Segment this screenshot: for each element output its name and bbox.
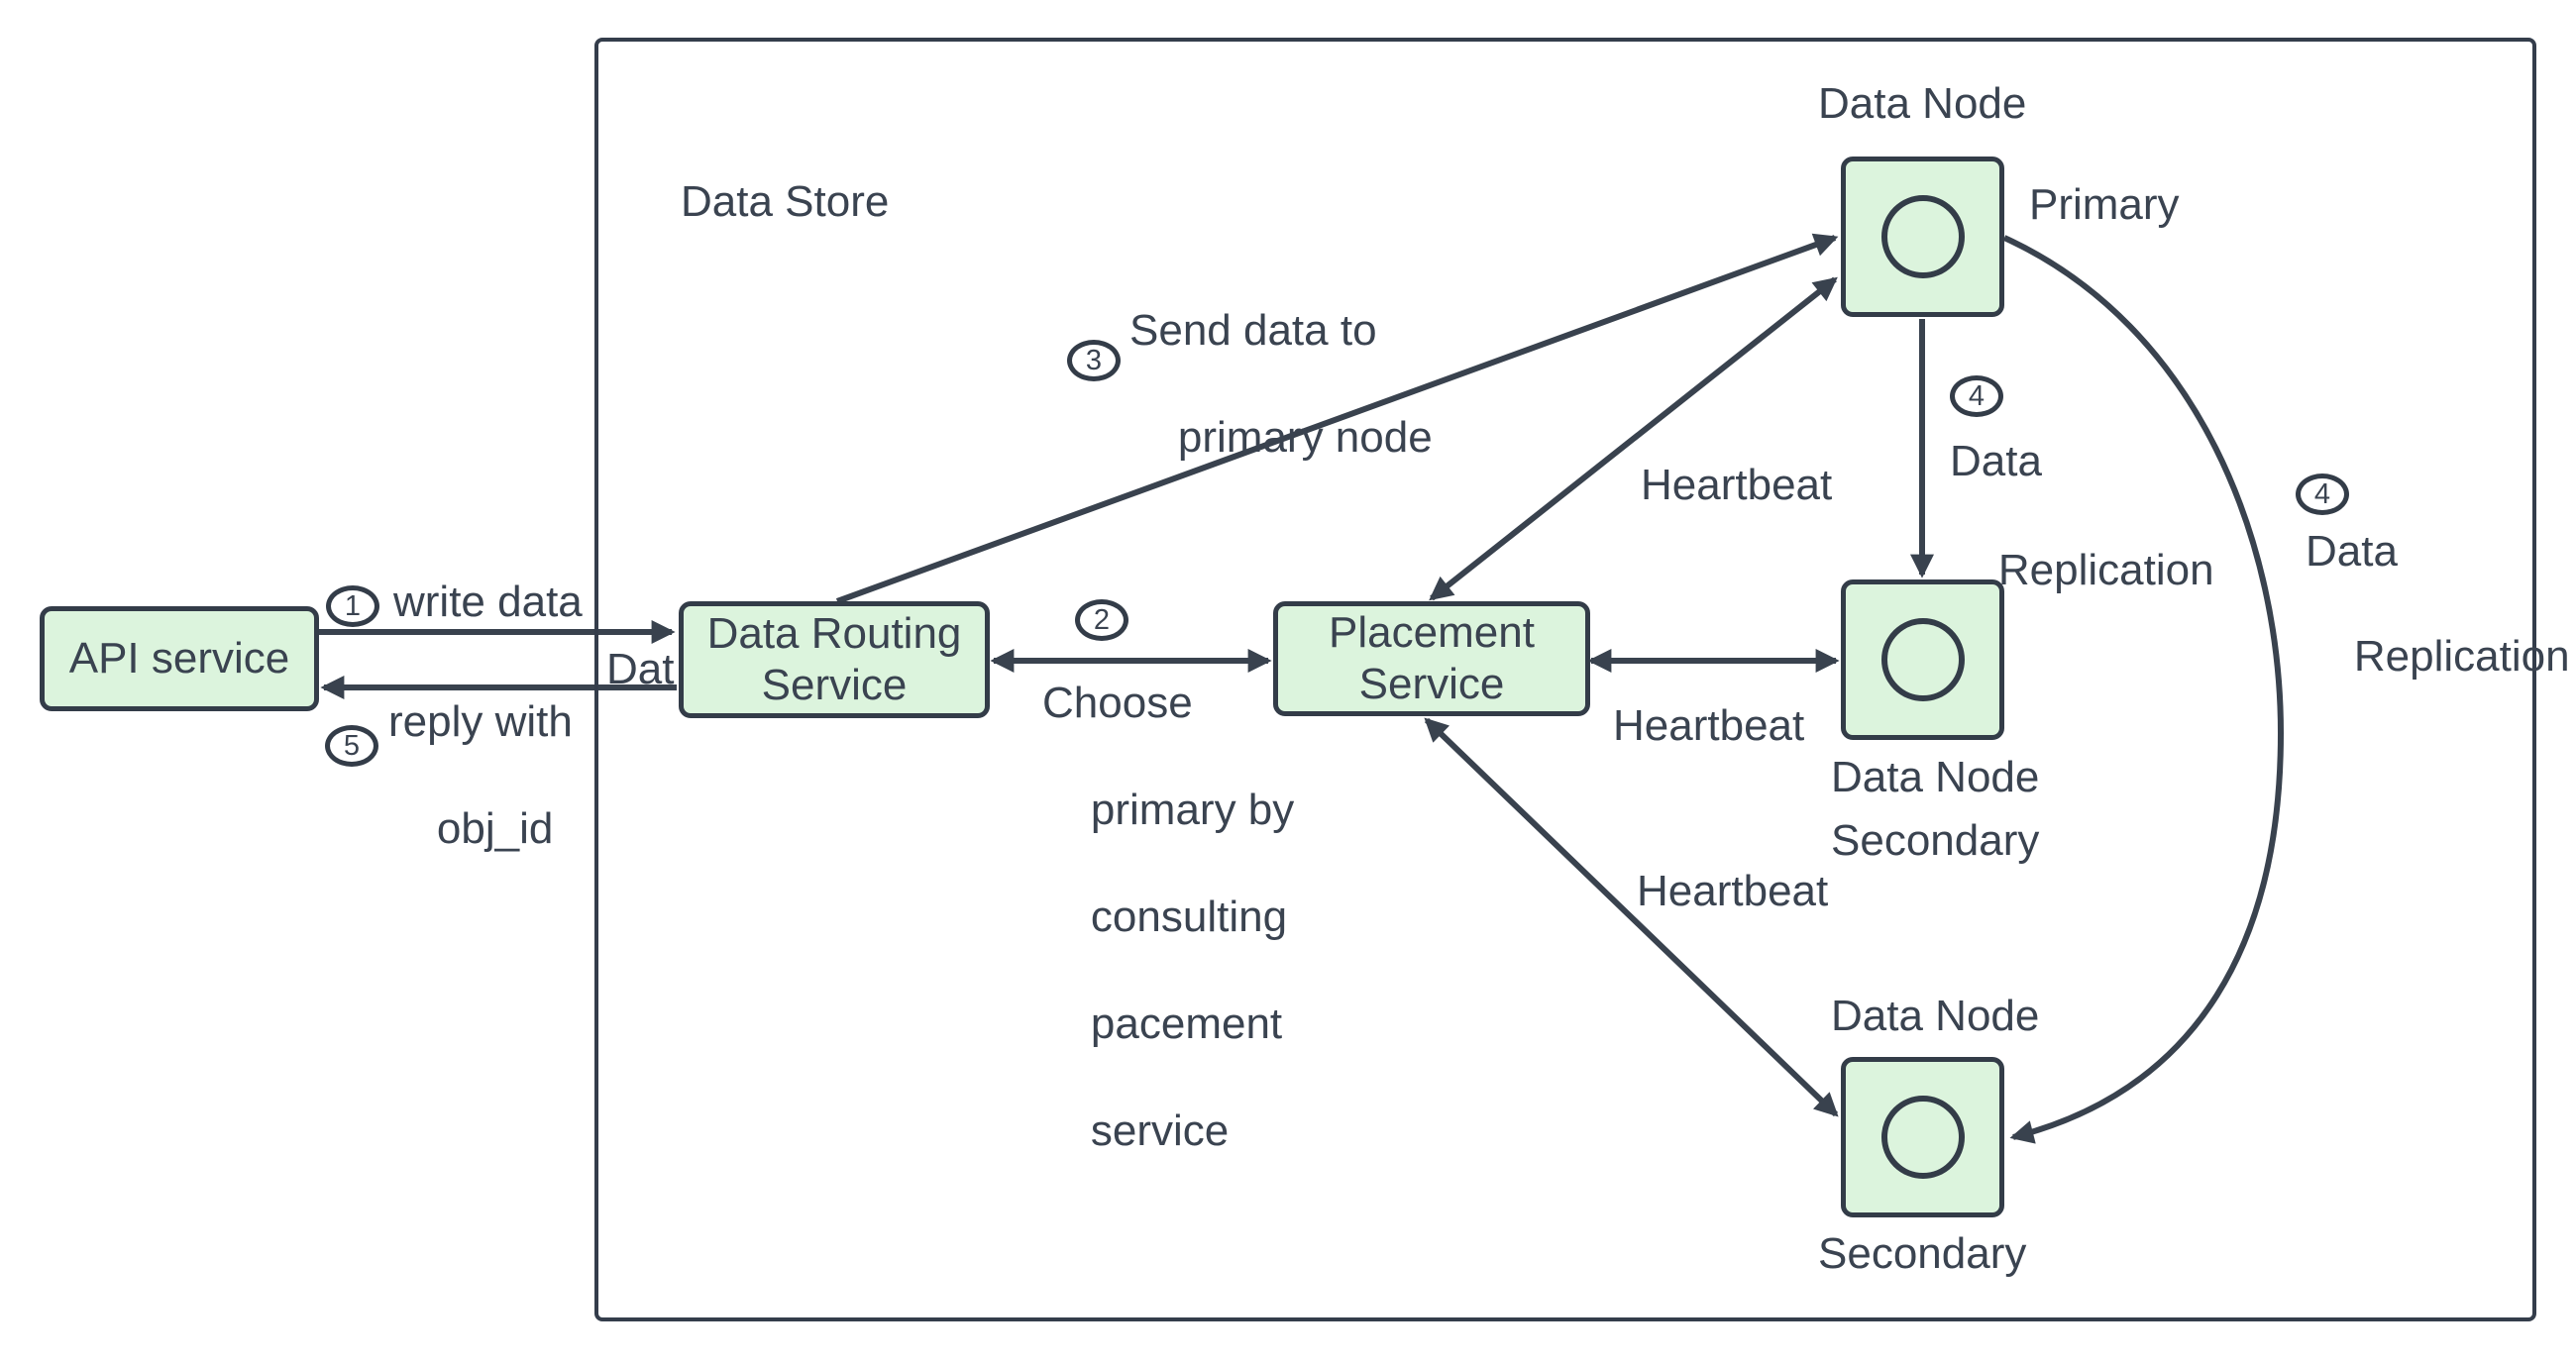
step-badge-4-mid: 4 — [1950, 375, 2003, 417]
step-badge-4-right: 4 — [2296, 473, 2349, 515]
data-routing-label-line2: Service — [761, 661, 908, 709]
choose-primary-label: Choose primary by consulting pacement se… — [1042, 677, 1294, 1211]
heartbeat-secondary-mid-label: Heartbeat — [1613, 701, 1805, 750]
data-node-secondary-mid-title: Data Node — [1831, 753, 2040, 801]
replication-right-line2: Replication — [2353, 632, 2570, 681]
heartbeat-secondary-bottom-label: Heartbeat — [1637, 867, 1829, 915]
data-routing-label-line1: Data Routing — [706, 609, 962, 658]
node-circle-icon — [1880, 618, 1965, 701]
step-badge-2: 2 — [1075, 599, 1128, 641]
data-node-secondary-mid-role: Secondary — [1831, 816, 2040, 865]
send-data-line1: Send data to — [1129, 306, 1377, 355]
replication-right-line1: Data — [2306, 527, 2398, 576]
node-circle-icon — [1880, 1096, 1965, 1179]
arrow-replication-curve — [2002, 235, 2285, 1144]
data-node-secondary-bottom-role: Secondary — [1818, 1229, 2027, 1278]
send-data-label: Send data to primary node — [1129, 304, 1433, 518]
choose-line-5: service — [1090, 1106, 1230, 1155]
api-service-box: API service — [40, 606, 319, 711]
replication-mid-line1: Data — [1950, 437, 2042, 485]
choose-line-1: Choose — [1042, 679, 1193, 727]
step-badge-1: 1 — [326, 585, 379, 627]
placement-label-line2: Service — [1358, 660, 1505, 708]
choose-line-3: consulting — [1090, 893, 1288, 941]
arrow-heartbeat-secondary-bottom — [1424, 717, 1839, 1117]
choose-line-2: primary by — [1090, 786, 1295, 834]
replication-mid-label: Data Replication — [1950, 434, 2214, 652]
data-node-secondary-bottom-box — [1841, 1057, 2004, 1217]
placement-label-line1: Placement — [1329, 608, 1535, 657]
replication-right-label: Data Replication — [2306, 525, 2570, 735]
heartbeat-primary-label: Heartbeat — [1641, 461, 1833, 509]
clipped-data-label: Dat — [606, 645, 675, 693]
node-circle-icon — [1880, 195, 1965, 278]
step-badge-3: 3 — [1067, 340, 1121, 381]
step-badge-5: 5 — [325, 725, 378, 767]
arrow-heartbeat-primary — [1429, 276, 1838, 601]
data-node-primary-role: Primary — [2029, 180, 2180, 229]
data-node-primary-box — [1841, 157, 2004, 317]
api-service-label: API service — [68, 634, 290, 683]
data-node-secondary-mid-box — [1841, 579, 2004, 740]
write-data-label: write data — [393, 578, 583, 626]
data-store-label: Data Store — [681, 177, 890, 226]
reply-label-line1: reply with — [388, 697, 573, 746]
data-routing-service-box: Data Routing Service — [679, 601, 990, 718]
replication-mid-line2: Replication — [1997, 546, 2214, 594]
reply-label: reply with obj_id — [388, 695, 573, 909]
send-data-line2: primary node — [1177, 413, 1433, 462]
reply-label-line2: obj_id — [436, 804, 554, 853]
data-store-container — [594, 38, 2536, 1321]
data-node-secondary-bottom-title: Data Node — [1831, 992, 2040, 1040]
data-node-primary-title: Data Node — [1818, 79, 2027, 128]
placement-service-box: Placement Service — [1273, 601, 1590, 716]
choose-line-4: pacement — [1090, 999, 1283, 1048]
